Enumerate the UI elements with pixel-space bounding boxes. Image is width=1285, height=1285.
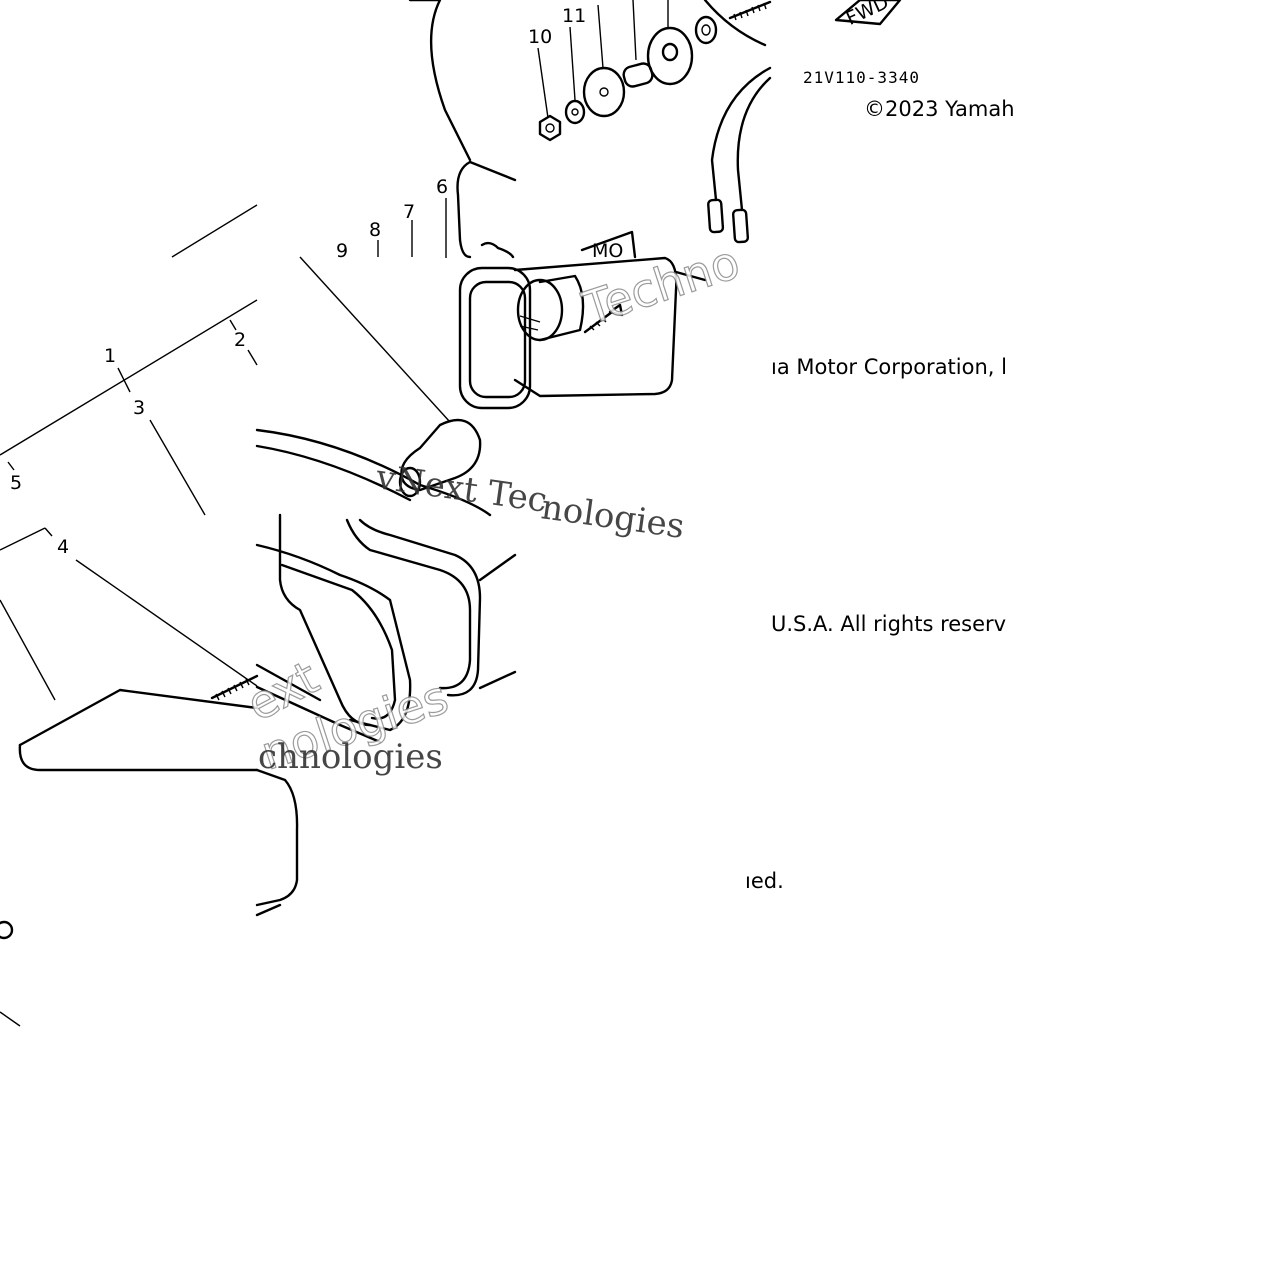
watermark-text: nologies (539, 487, 687, 547)
watermark: Techno vNext Tec nologies ext nologies c… (237, 234, 746, 781)
part-number-9: 9 (336, 240, 348, 262)
lock-washer-icon (564, 99, 586, 125)
small-washer-icon (694, 15, 718, 45)
nut-icon (538, 114, 562, 142)
left-upper-assembly (0, 204, 258, 516)
copyright-fragment: ıa Motor Corporation, l (771, 355, 1031, 379)
fwd-arrow-icon: FWD (834, 0, 902, 30)
copyright-fragment: ©2023 Yamah (864, 97, 1030, 121)
upper-assembly: MO (408, 0, 772, 262)
tail-lamp-lens (0, 527, 299, 1027)
part-number-4: 4 (57, 536, 69, 558)
part-number-1: 1 (104, 345, 116, 367)
watermark-text: chnologies (258, 737, 443, 777)
screw-head-icon (0, 920, 14, 940)
lens-gasket (255, 513, 517, 744)
bulb-icon (398, 418, 482, 498)
part-code: 21V110-3340 (803, 68, 920, 87)
part-number-8: 8 (369, 219, 381, 241)
part-number-5: 5 (10, 472, 22, 494)
screw-icon (583, 303, 624, 334)
middle-assembly (255, 198, 707, 517)
part-number-10: 10 (528, 26, 552, 48)
grommet-icon (646, 26, 694, 86)
part-number-11: 11 (562, 5, 586, 27)
watermark-text: vNext Tec (373, 457, 550, 521)
bulb-socket-icon (516, 274, 585, 342)
part-number-6: 6 (436, 176, 448, 198)
stud-bolt-icon (728, 0, 772, 21)
copyright-fragment: ıed. (745, 869, 825, 893)
mount-label: MO (592, 240, 623, 262)
part-number-labels: 10 11 6 7 8 9 1 2 3 4 5 (10, 5, 586, 558)
flat-washer-icon (582, 66, 626, 118)
lens-screw-icon (210, 674, 259, 701)
copyright-fragment: U.S.A. All rights reserv (771, 612, 1031, 636)
part-number-7: 7 (403, 201, 415, 223)
fwd-label: FWD (843, 0, 893, 30)
part-number-3: 3 (133, 397, 145, 419)
part-number-2: 2 (234, 329, 246, 351)
